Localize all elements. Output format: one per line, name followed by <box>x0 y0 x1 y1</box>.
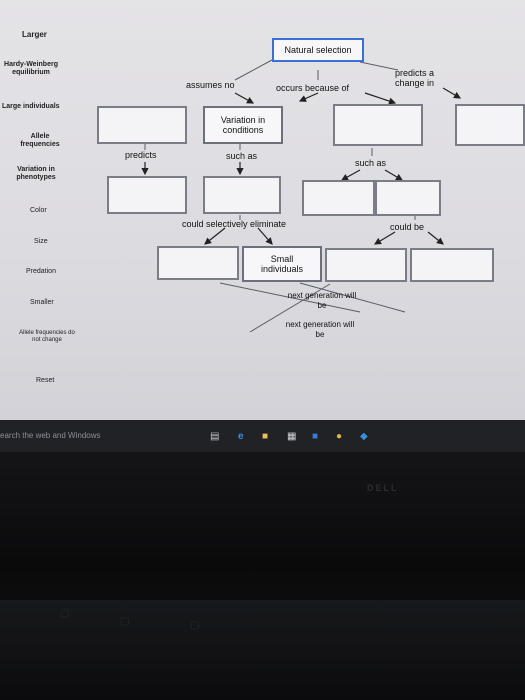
term-variation-phenotypes[interactable]: Variation in phenotypes <box>16 166 56 181</box>
taskbar-search-input[interactable]: earch the web and Windows <box>0 431 101 440</box>
laptop-brand-logo: DELL <box>367 483 399 493</box>
drop-target-row2-2[interactable] <box>203 176 281 214</box>
chrome-icon[interactable]: ● <box>336 431 343 442</box>
drop-target-row1-left[interactable] <box>97 106 187 144</box>
dropbox-icon[interactable]: ◆ <box>360 431 368 442</box>
link-such-as-2: such as <box>355 158 387 168</box>
link-could-be: could be <box>390 222 425 232</box>
link-occurs-because-of: occurs because of <box>276 83 350 93</box>
node-variation-conditions[interactable]: Variation in conditions <box>203 106 283 144</box>
term-smaller[interactable]: Smaller <box>30 299 54 306</box>
store-icon[interactable]: ▦ <box>287 431 297 442</box>
term-size[interactable]: Size <box>34 238 48 245</box>
term-hardy-weinberg[interactable]: Hardy-Weinberg equilibrium <box>4 61 58 76</box>
app-icon[interactable]: ■ <box>312 431 319 442</box>
keyboard: ▢ ▢ ▢ <box>0 600 525 700</box>
key: ▢ <box>60 608 70 619</box>
taskbar: earch the web and Windows ▤ e ■ ▦ ■ ● ◆ <box>0 420 525 452</box>
drop-target-row3-2[interactable] <box>325 248 407 282</box>
link-next-generation-2: next generation will be <box>285 320 355 339</box>
drop-target-row2-4[interactable] <box>375 180 441 216</box>
link-predicts: predicts <box>125 150 157 160</box>
term-allele-no-change[interactable]: Allele frequencies do not change <box>19 330 75 343</box>
link-predicts-change-in: predicts a change in <box>395 68 435 88</box>
link-next-generation-1: next generation will be <box>287 291 357 310</box>
sidebar-title[interactable]: Larger <box>22 30 47 39</box>
node-natural-selection[interactable]: Natural selection <box>272 38 364 62</box>
key: ▢ <box>190 620 200 631</box>
drop-target-row3-3[interactable] <box>410 248 494 282</box>
screen: Larger Hardy-Weinberg equilibrium Large … <box>0 0 525 420</box>
drop-target-row2-1[interactable] <box>107 176 187 214</box>
key: ▢ <box>120 616 130 627</box>
drop-target-row1-right[interactable] <box>455 104 525 146</box>
link-could-selectively-eliminate: could selectively eliminate <box>182 219 287 229</box>
drop-target-row3-1[interactable] <box>157 246 239 280</box>
term-large-individuals[interactable]: Large individuals <box>2 103 60 110</box>
reset-button[interactable]: Reset <box>36 377 55 384</box>
drop-target-row1-center[interactable] <box>333 104 423 146</box>
term-predation[interactable]: Predation <box>26 268 56 275</box>
node-small-individuals[interactable]: Small individuals <box>242 246 322 282</box>
link-such-as-1: such as <box>226 151 258 161</box>
connector-lines <box>141 59 462 333</box>
task-view-icon[interactable]: ▤ <box>210 431 220 442</box>
term-allele-frequencies[interactable]: Allele frequencies <box>20 133 60 148</box>
edge-browser-icon[interactable]: e <box>238 431 244 442</box>
file-explorer-icon[interactable]: ■ <box>262 431 269 442</box>
term-color[interactable]: Color <box>30 207 47 214</box>
drop-target-row2-3[interactable] <box>302 180 375 216</box>
link-assumes-no: assumes no <box>186 80 235 90</box>
